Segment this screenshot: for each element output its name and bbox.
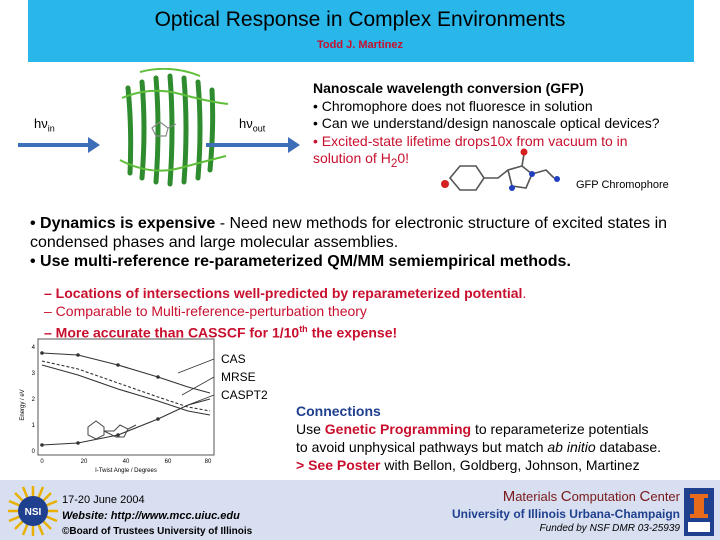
ytick: 2 [32, 397, 36, 403]
outgoing-photon-arrow [206, 137, 300, 153]
website-link[interactable]: Website: http://www.mcc.uiuc.edu [62, 510, 240, 522]
legend-caspt2: CASPT2 [221, 388, 268, 402]
svg-text:NSI: NSI [25, 507, 42, 518]
connections-line-3: > See Poster with Bellon, Goldberg, John… [296, 457, 640, 473]
mcc-center-name: Materials Computation Center [502, 488, 680, 505]
sub-bullet-1: – Locations of intersections well-predic… [44, 285, 527, 301]
author-name: Todd J. Martinez [317, 39, 403, 51]
legend-mrse: MRSE [221, 370, 256, 384]
sub-bullets: – Locations of intersections well-predic… [44, 284, 704, 342]
illinois-logo [684, 488, 714, 536]
xtick: 0 [40, 459, 44, 465]
ytick: 3 [32, 371, 36, 377]
copyright-text: ©Board of Trustees University of Illinoi… [62, 526, 253, 537]
gfp-bullet-3-cont: solution of H20! [313, 150, 409, 170]
main-bullet-1: • Dynamics is expensive - Need new metho… [30, 215, 668, 251]
main-bullet-2: • Use multi-reference re-parameterized Q… [30, 253, 571, 270]
cas-curve [41, 352, 211, 394]
header-banner [28, 0, 694, 62]
slide-title: Optical Response in Complex Environments [154, 8, 566, 31]
gfp-bullet-3: • Excited-state lifetime drops10x from v… [313, 132, 628, 149]
sub-bullet-3: – More accurate than CASSCF for 1/10th t… [44, 324, 398, 341]
xtick: 20 [81, 459, 88, 465]
energy-plot: Energy / eV 4 3 2 1 0 0 20 40 60 80 I-Tw… [20, 338, 215, 474]
sub-bullet-2: – Comparable to Multi-reference-perturba… [44, 303, 367, 319]
footer-bar [0, 480, 720, 540]
ytick: 0 [32, 449, 36, 455]
plot-xlabel: I-Twist Angle / Degrees [95, 468, 157, 474]
incoming-photon-arrow [18, 137, 100, 153]
gfp-protein-image [119, 68, 229, 187]
plot-frame [37, 338, 215, 456]
gfp-heading: Nanoscale wavelength conversion (GFP) [313, 80, 584, 96]
xtick: 40 [123, 459, 130, 465]
main-bullets: • Dynamics is expensive - Need new metho… [30, 214, 710, 271]
gfp-chromophore-caption: GFP Chromophore [576, 179, 669, 191]
molecule-inset [87, 420, 137, 440]
connections-title: Connections [296, 403, 381, 419]
ytick: 1 [32, 423, 36, 429]
plot-ylabel: Energy / eV [20, 389, 26, 420]
hv-out-label: hνout [239, 116, 266, 134]
connections-block: Connections Use Genetic Programming to r… [296, 402, 720, 474]
ytick: 4 [32, 345, 36, 351]
event-date: 17-20 June 2004 [62, 494, 145, 506]
university-name: University of Illinois Urbana-Champaign [451, 507, 680, 521]
connections-line-2: to avoid unphysical pathways but match a… [296, 439, 662, 455]
gfp-bullet-2: • Can we understand/design nanoscale opt… [313, 115, 660, 131]
nsi-logo: NSI [8, 486, 58, 536]
gfp-text-block: Nanoscale wavelength conversion (GFP) • … [313, 80, 713, 172]
xtick: 60 [165, 459, 172, 465]
gfp-bullet-1: • Chromophore does not fluoresce in solu… [313, 97, 593, 114]
legend-cas: CAS [221, 352, 246, 366]
hv-in-label: hνin [34, 116, 55, 134]
funding-text: Funded by NSF DMR 03-25939 [539, 523, 680, 534]
connections-line-1: Use Genetic Programming to reparameteriz… [296, 421, 649, 437]
gfp-chromophore-structure [441, 148, 560, 191]
caspt2-curve [41, 364, 211, 416]
mrse-curve [41, 360, 211, 412]
xtick: 80 [205, 459, 212, 465]
